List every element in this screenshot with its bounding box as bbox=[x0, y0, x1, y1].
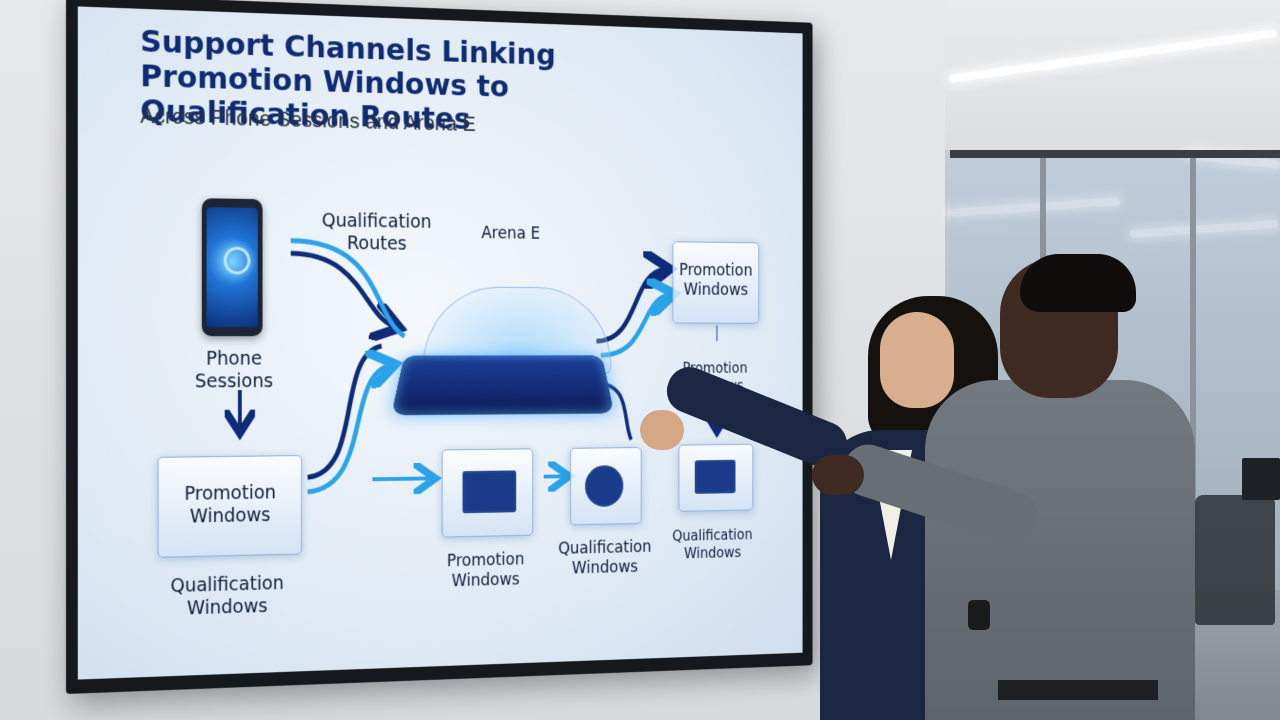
label-qualification-windows-bottom-right: Qualification Windows bbox=[672, 526, 753, 563]
dashboard-card-box bbox=[441, 448, 534, 538]
arrow-promotion-to-arena bbox=[308, 346, 391, 492]
promotion-windows-box-left: Promotion Windows bbox=[157, 455, 302, 558]
label-qualification-windows-left: Qualification Windows bbox=[170, 572, 285, 620]
arena-platform-icon bbox=[391, 355, 615, 416]
qualification-card-box-right bbox=[678, 443, 754, 512]
wall-display: Support Channels Linking Promotion Windo… bbox=[66, 0, 813, 694]
woman-face bbox=[880, 312, 954, 408]
arrow-to-center-card bbox=[372, 478, 431, 479]
label-phone-sessions: Phone Sessions bbox=[194, 347, 274, 393]
smartwatch bbox=[968, 600, 990, 630]
man-shirt bbox=[925, 380, 1195, 720]
belt bbox=[998, 680, 1158, 700]
office-chair bbox=[1195, 495, 1275, 625]
dashboard-card-icon bbox=[694, 459, 736, 494]
label-promotion-windows-bottom: Promotion Windows bbox=[446, 550, 525, 592]
man-hair bbox=[1020, 254, 1136, 312]
promotion-windows-box-top-right: Promotion Windows bbox=[672, 241, 760, 324]
glass-mullion bbox=[1190, 158, 1196, 598]
gauge-card-box bbox=[570, 447, 642, 526]
target-scan-icon bbox=[223, 246, 251, 275]
slide-screen: Support Channels Linking Promotion Windo… bbox=[78, 6, 803, 679]
office-monitor bbox=[1242, 458, 1280, 500]
dashboard-card-icon bbox=[462, 470, 517, 514]
label-qualification-routes: Qualification Routes bbox=[321, 209, 432, 255]
label-promotion-windows-left: Promotion Windows bbox=[184, 481, 277, 528]
label-arena-e: Arena E bbox=[481, 223, 541, 244]
gauge-icon bbox=[585, 465, 624, 508]
phone-icon bbox=[201, 198, 263, 337]
label-promotion-windows-top-right: Promotion Windows bbox=[679, 261, 753, 300]
label-qualification-windows-bottom: Qualification Windows bbox=[558, 537, 652, 579]
man-pointing-hand bbox=[812, 455, 864, 495]
woman-pointing-hand bbox=[640, 410, 684, 450]
